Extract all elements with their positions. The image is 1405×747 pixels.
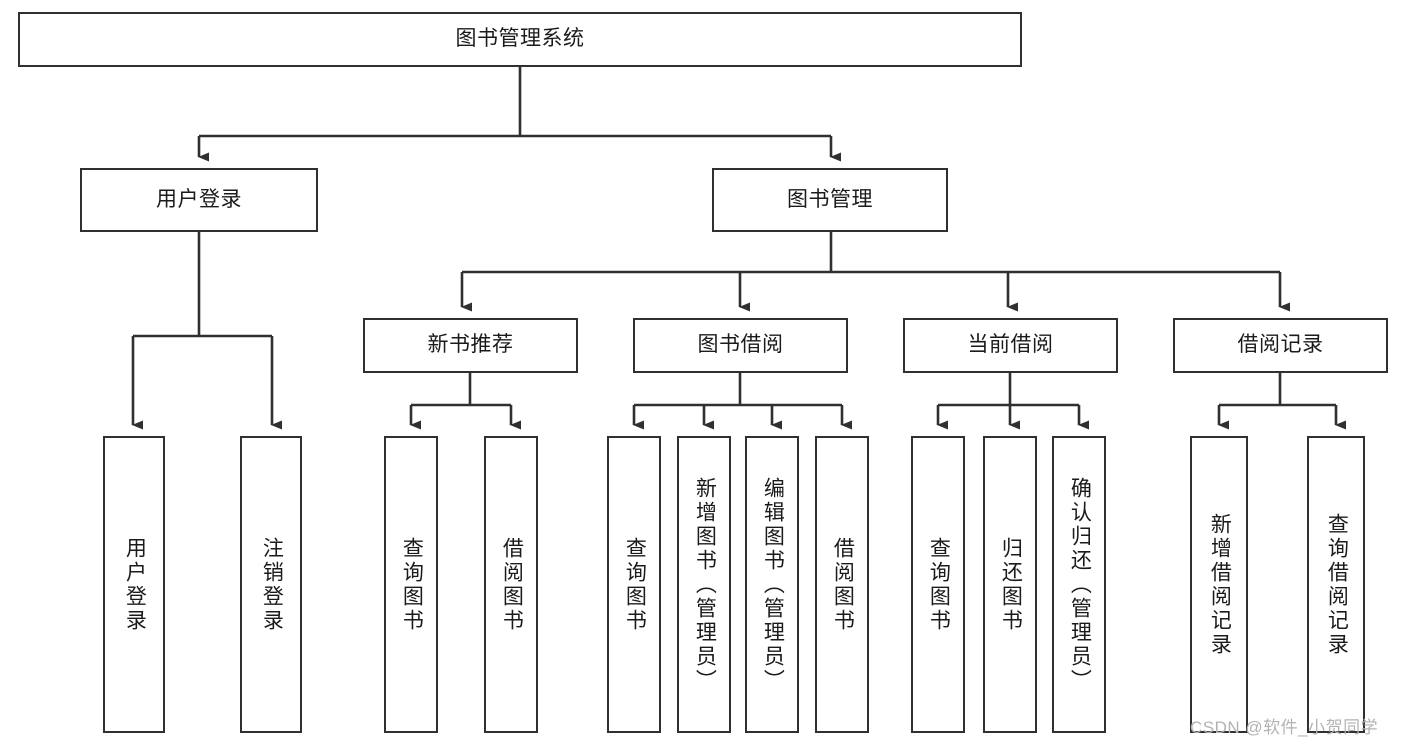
leaf-edit-book-admin[interactable]: 编辑图书（管理员） bbox=[745, 436, 799, 733]
leaf-add-borrow-record-label: 新增借阅记录 bbox=[1208, 512, 1232, 657]
node-root[interactable]: 图书管理系统 bbox=[18, 12, 1022, 67]
node-book-borrow[interactable]: 图书借阅 bbox=[633, 318, 848, 373]
leaf-query-book-borrow-label: 查询图书 bbox=[623, 536, 647, 633]
leaf-borrow-book-recommend-label: 借阅图书 bbox=[500, 536, 524, 633]
leaf-edit-book-admin-label: 编辑图书（管理员） bbox=[761, 476, 785, 693]
node-current-borrow[interactable]: 当前借阅 bbox=[903, 318, 1118, 373]
leaf-query-borrow-record[interactable]: 查询借阅记录 bbox=[1307, 436, 1365, 733]
node-current-borrow-label: 当前借阅 bbox=[967, 333, 1054, 357]
csdn-watermark: CSDN @软件_小贺同学 bbox=[1190, 718, 1379, 737]
leaf-query-book-recommend-label: 查询图书 bbox=[400, 536, 424, 633]
leaf-add-book-admin[interactable]: 新增图书（管理员） bbox=[677, 436, 731, 733]
leaf-query-book-borrow[interactable]: 查询图书 bbox=[607, 436, 661, 733]
node-book-management-label: 图书管理 bbox=[787, 187, 873, 211]
leaf-return-book[interactable]: 归还图书 bbox=[983, 436, 1037, 733]
leaf-query-borrow-record-label: 查询借阅记录 bbox=[1325, 512, 1349, 657]
node-user-login-label: 用户登录 bbox=[156, 187, 242, 211]
node-book-management[interactable]: 图书管理 bbox=[712, 168, 948, 232]
leaf-add-borrow-record[interactable]: 新增借阅记录 bbox=[1190, 436, 1248, 733]
node-user-login[interactable]: 用户登录 bbox=[80, 168, 318, 232]
leaf-confirm-return-admin[interactable]: 确认归还（管理员） bbox=[1052, 436, 1106, 733]
node-borrow-records[interactable]: 借阅记录 bbox=[1173, 318, 1388, 373]
node-new-book-recommend[interactable]: 新书推荐 bbox=[363, 318, 578, 373]
leaf-user-login[interactable]: 用户登录 bbox=[103, 436, 165, 733]
leaf-borrow-book-label: 借阅图书 bbox=[831, 536, 855, 633]
leaf-borrow-book[interactable]: 借阅图书 bbox=[815, 436, 869, 733]
leaf-query-book-current[interactable]: 查询图书 bbox=[911, 436, 965, 733]
leaf-logout[interactable]: 注销登录 bbox=[240, 436, 302, 733]
leaf-query-book-current-label: 查询图书 bbox=[927, 536, 951, 633]
node-new-book-recommend-label: 新书推荐 bbox=[427, 333, 514, 357]
node-borrow-records-label: 借阅记录 bbox=[1237, 333, 1324, 357]
leaf-confirm-return-admin-label: 确认归还（管理员） bbox=[1068, 476, 1092, 693]
node-root-label: 图书管理系统 bbox=[455, 27, 585, 51]
leaf-return-book-label: 归还图书 bbox=[999, 536, 1023, 633]
leaf-add-book-admin-label: 新增图书（管理员） bbox=[693, 476, 717, 693]
node-book-borrow-label: 图书借阅 bbox=[697, 333, 784, 357]
leaf-user-login-label: 用户登录 bbox=[123, 536, 147, 633]
leaf-borrow-book-recommend[interactable]: 借阅图书 bbox=[484, 436, 538, 733]
leaf-logout-label: 注销登录 bbox=[260, 536, 284, 633]
leaf-query-book-recommend[interactable]: 查询图书 bbox=[384, 436, 438, 733]
